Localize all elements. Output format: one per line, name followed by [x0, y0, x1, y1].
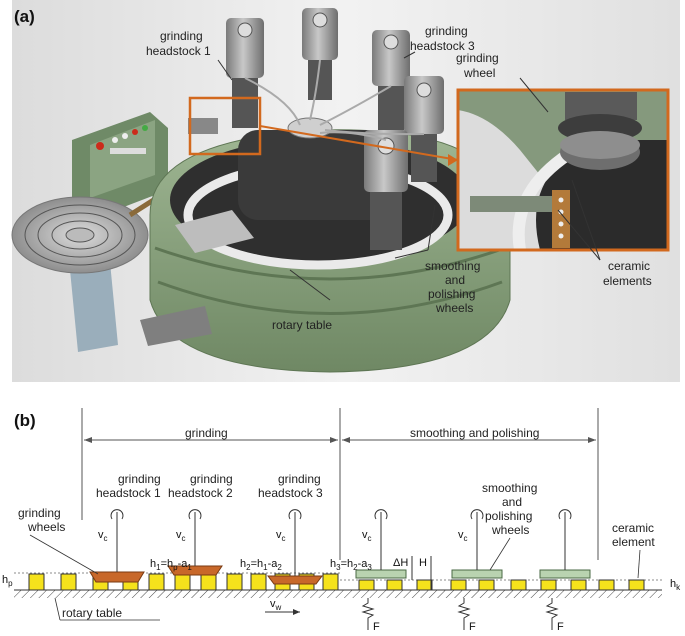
- grinding-wheel-3: [267, 575, 323, 585]
- big-h-label: H: [419, 557, 427, 569]
- hs2-line2: headstock 2: [168, 486, 233, 500]
- force-label-2: F: [469, 621, 476, 633]
- motor-1: [226, 18, 264, 128]
- grinding-wheels-line1: grinding: [18, 506, 61, 520]
- hp-label: hp: [2, 574, 13, 588]
- grinding-wheel-1: [89, 571, 145, 583]
- zoom-arrowhead: [448, 154, 458, 166]
- ceramic-element-19: [540, 579, 557, 591]
- feeder-bowl: [11, 145, 237, 352]
- hs3-line1: grinding: [278, 472, 321, 486]
- vw-arrowhead: [293, 609, 300, 615]
- vc-label-5: vc: [458, 529, 468, 543]
- polishing-wheel-1: [355, 569, 407, 579]
- ceramic-element-18: [510, 579, 527, 591]
- table-hatch: [14, 590, 662, 598]
- label-rotary-table-a: rotary table: [272, 318, 332, 332]
- ceramic-element-line2: element: [612, 535, 655, 549]
- label-smoothing-line1: smoothing: [425, 259, 480, 273]
- vc-label-4: vc: [362, 529, 372, 543]
- ceramic-element-12: [322, 573, 339, 591]
- process-schematic: (b) grinding smoothing and polishing gri…: [2, 408, 681, 633]
- spw-line2: and: [502, 495, 522, 509]
- force-label-1: F: [373, 621, 380, 633]
- rotary-table-body: [140, 118, 511, 373]
- ceramic-element-7: [200, 573, 217, 591]
- grinding-wheel-shapes: [89, 565, 323, 585]
- motor-4: [404, 76, 444, 182]
- ceramic-element-8: [226, 573, 243, 591]
- ceramic-element-21: [598, 579, 615, 591]
- ceramic-element-13: [358, 579, 375, 591]
- machine-render: (a) grinding headstock 1 grinding headst…: [11, 0, 680, 382]
- panel-b-leader-lines: [29, 534, 641, 579]
- motor-3: [372, 30, 410, 130]
- ceramic-element-14: [386, 579, 403, 591]
- hs1-line2: headstock 1: [96, 486, 161, 500]
- dh-markers: [411, 556, 432, 590]
- ceramic-element-6: [174, 573, 191, 591]
- panel-a-leader-lines: [217, 51, 601, 301]
- panel-b-tag: (b): [14, 411, 36, 430]
- grinding-wheel-2: [167, 565, 223, 576]
- h3-equation: h3=h2-a3: [330, 558, 372, 572]
- ceramic-element-1: [28, 573, 45, 591]
- zone-arrowheads: [84, 437, 596, 443]
- polishing-wheel-2: [451, 569, 503, 579]
- label-headstock1-line2: headstock 1: [146, 44, 211, 58]
- ceramic-element-9: [250, 573, 267, 591]
- polishing-wheel-3: [539, 569, 591, 579]
- headstock-motors: [226, 8, 444, 250]
- polishing-wheel-shapes: [355, 569, 591, 579]
- label-smoothing-line2: and: [445, 273, 465, 287]
- spw-line1: smoothing: [482, 481, 537, 495]
- delta-h-label: ΔH: [393, 557, 408, 569]
- label-headstock1-line1: grinding: [160, 29, 203, 43]
- label-headstock3-line2: headstock 3: [410, 39, 475, 53]
- spindles: [110, 509, 572, 576]
- ceramic-element-2: [60, 573, 77, 591]
- zone-label-grinding: grinding: [185, 426, 228, 440]
- vc-label-3: vc: [276, 529, 286, 543]
- ceramic-element-22: [628, 579, 645, 591]
- ceramic-element-15: [416, 579, 433, 591]
- spw-line4: wheels: [491, 523, 529, 537]
- vc-label-1: vc: [98, 529, 108, 543]
- zone-dividers: [81, 408, 599, 560]
- ceramic-element-16: [450, 579, 467, 591]
- vc-labels: vc vc vc vc vc: [98, 529, 468, 543]
- zoom-inset: [456, 88, 670, 252]
- hs2-line1: grinding: [190, 472, 233, 486]
- hs1-line1: grinding: [118, 472, 161, 486]
- label-grinding-wheel-line2: wheel: [463, 66, 495, 80]
- panel-a-tag: (a): [14, 7, 35, 26]
- hs3-line2: headstock 3: [258, 486, 323, 500]
- label-ceramic-line2: elements: [603, 274, 652, 288]
- control-cabinet: [72, 112, 168, 220]
- hk-label: hk: [670, 578, 681, 592]
- ceramic-element-line1: ceramic: [612, 521, 654, 535]
- grinding-wheels-line2: wheels: [27, 520, 65, 534]
- label-smoothing-line4: wheels: [435, 301, 473, 315]
- label-ceramic-line1: ceramic: [608, 259, 650, 273]
- vw-label: vw: [270, 598, 282, 612]
- zone-label-smoothing: smoothing and polishing: [410, 426, 539, 440]
- rotary-table-b: rotary table: [62, 606, 122, 620]
- spring-forces: [361, 598, 559, 630]
- vc-label-2: vc: [176, 529, 186, 543]
- zoom-connector-line: [259, 125, 459, 161]
- h2-equation: h2=h1-a2: [240, 558, 282, 572]
- label-smoothing-line3: polishing: [428, 287, 475, 301]
- ceramic-element-20: [570, 579, 587, 591]
- rotary-leader: [54, 597, 61, 621]
- ceramic-element-5: [148, 573, 165, 591]
- spw-line3: polishing: [485, 509, 532, 523]
- ceramic-element-17: [478, 579, 495, 591]
- label-grinding-wheel-line1: grinding: [456, 51, 499, 65]
- force-label-3: F: [557, 621, 564, 633]
- label-headstock3-line1: grinding: [425, 24, 468, 38]
- h1-equation: h1=hp-a1: [150, 558, 192, 572]
